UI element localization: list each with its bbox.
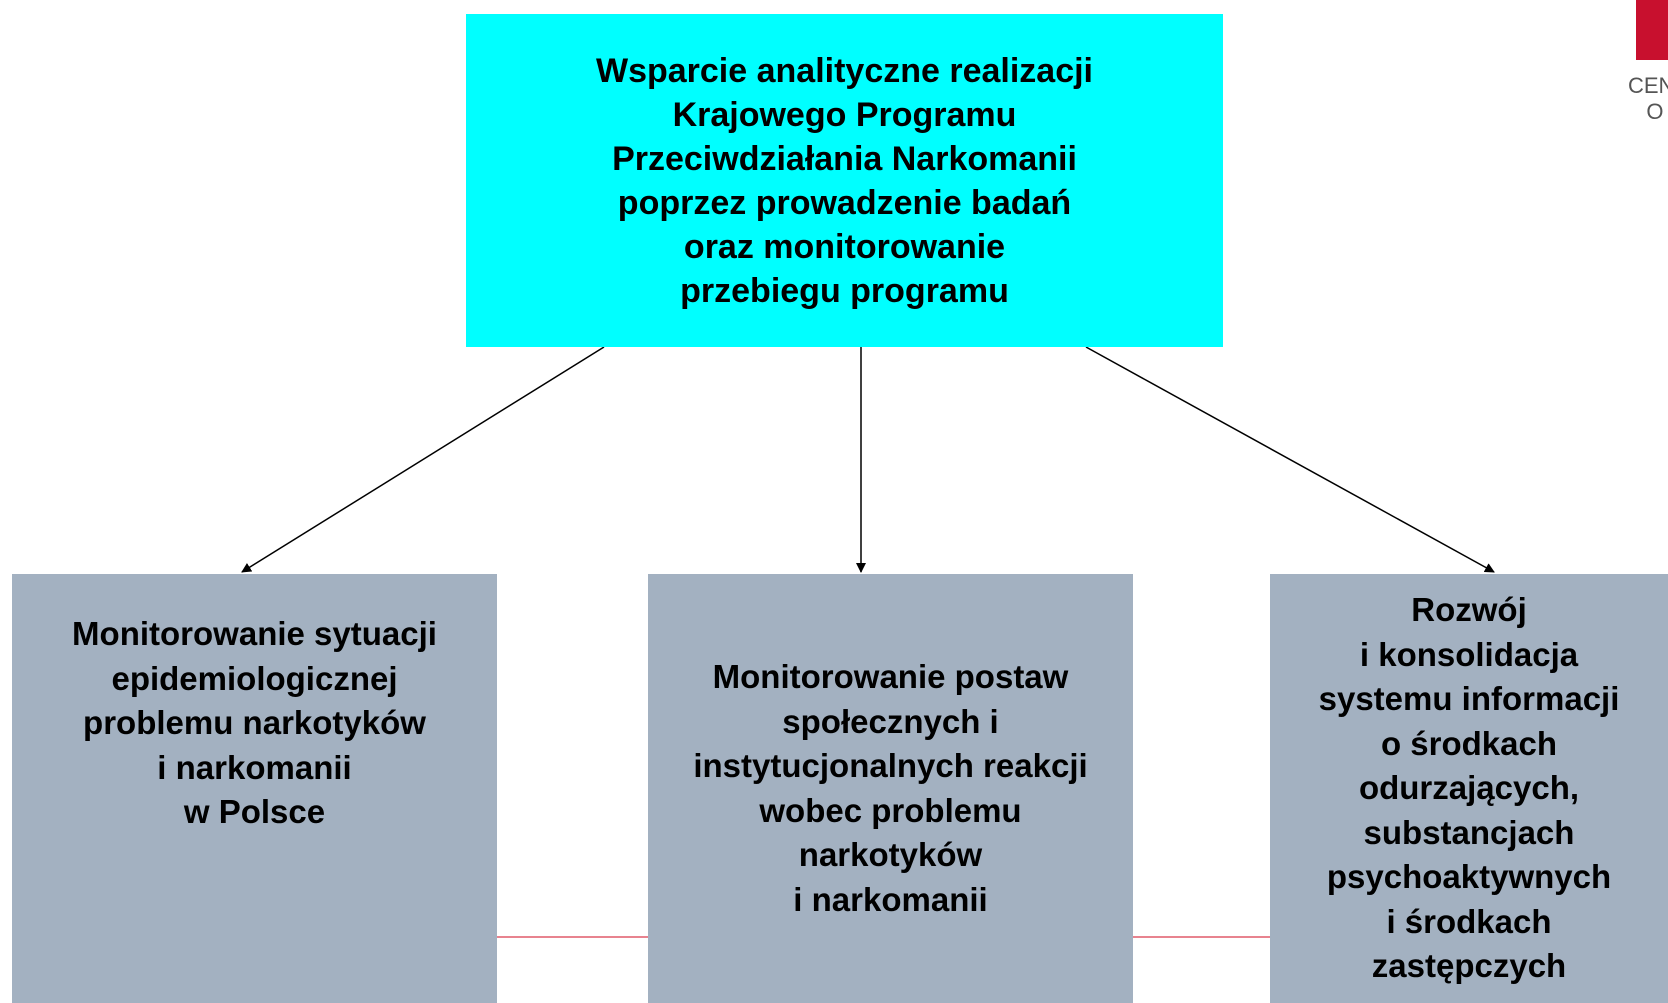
- arrow-to-left: [241, 346, 605, 573]
- logo-mark-icon: [1636, 0, 1668, 60]
- left-objective-label: Monitorowanie sytuacji epidemiologicznej…: [72, 615, 437, 831]
- top-goal-box: Wsparcie analityczne realizacji Krajoweg…: [466, 14, 1223, 347]
- center-objective-box: Monitorowanie postaw społecznych i insty…: [648, 574, 1133, 1003]
- logo-text: CEN O: [1628, 73, 1668, 124]
- right-objective-label: Rozwój i konsolidacja systemu informacji…: [1318, 591, 1620, 985]
- right-objective-box: Rozwój i konsolidacja systemu informacji…: [1270, 574, 1668, 1003]
- organization-logo: CEN O: [1620, 0, 1668, 125]
- left-objective-box: Monitorowanie sytuacji epidemiologicznej…: [12, 574, 497, 1003]
- center-objective-label: Monitorowanie postaw społecznych i insty…: [693, 658, 1088, 918]
- arrow-to-right: [1085, 346, 1495, 573]
- top-goal-label: Wsparcie analityczne realizacji Krajoweg…: [595, 51, 1094, 310]
